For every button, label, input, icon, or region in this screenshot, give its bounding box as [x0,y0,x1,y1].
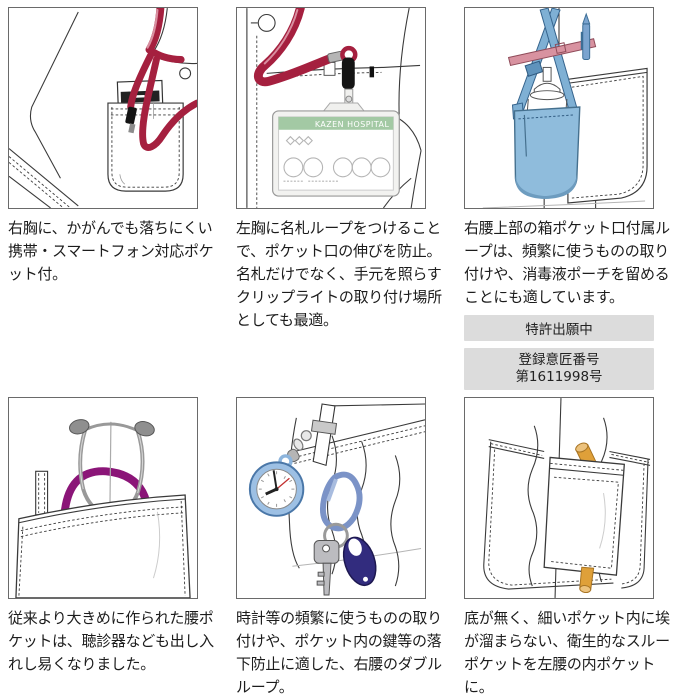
strap-slider [524,60,544,77]
stethoscope-pocket-frame [8,397,198,599]
sanitizer-pouch [511,102,581,200]
snap-button-icon [257,13,276,32]
carabiner [319,471,363,532]
badge-clip [341,57,355,112]
stethoscope-earpiece [134,421,155,437]
inner-through-pocket [543,456,625,576]
panel-caption: 右胸に、かがんでも落ちにくい携帯・スマートフォン対応ポケット付。 [8,219,214,283]
key-fob [342,536,377,587]
sanitizer-pouch-frame [464,7,654,209]
loop-strap [287,403,338,467]
sanitizer-pouch-illustration [482,8,648,208]
name-badge-illustration: KAZEN HOSPITAL [246,8,422,208]
id-badge: KAZEN HOSPITAL [272,102,400,197]
feature-panel-phone-pocket: 右胸に、かがんでも落ちにくい携帯・スマートフォン対応ポケット付。 [8,7,224,286]
pouch-straps [513,8,579,114]
side-loop [35,470,49,516]
design-registration-line2: 第1611998号 [515,369,603,385]
left-pocket [483,439,614,590]
stethoscope-tube [60,467,152,516]
double-loop-illustration [248,403,425,596]
badge-hospital-label: KAZEN HOSPITAL [315,120,390,129]
watch-ticks [258,471,295,507]
stethoscope [60,419,155,516]
double-loop-frame [236,397,426,599]
panel-caption: 底が無く、細いポケット内に埃が溜まらない、衛生的なスルーポケットを左腰の内ポケッ… [464,609,670,696]
lanyard-clip [125,106,137,134]
through-pocket-frame [464,397,654,599]
key [313,540,340,596]
feature-panel-double-loop: 時計等の頻繁に使うものの取り付けや、ポケット内の鍵等の落下防止に適した、右腰のダ… [236,397,452,699]
feature-panel-name-badge: KAZEN HOSPITAL 左胸に名札ループをつけることで、ポケット口の伸びを… [236,7,452,332]
attachment-loop [507,38,597,67]
stethoscope-earpiece [69,419,90,435]
pen [580,12,591,61]
feature-panel-through-pocket: 底が無く、細いポケット内に埃が溜まらない、衛生的なスルーポケットを左腰の内ポケッ… [464,397,680,699]
right-pocket [609,450,651,589]
lanyard [254,8,338,87]
through-pocket-illustration [483,398,651,598]
name-badge-frame: KAZEN HOSPITAL [236,7,426,209]
feature-panel-stethoscope-pocket: 従来より大きめに作られた腰ポケットは、聴診器なども出し入れし易くなりました。 [8,397,224,676]
panel-caption: 左胸に名札ループをつけることで、ポケット口の伸びを防止。名札だけでなく、手元を照… [236,219,442,329]
lanyard [127,8,197,151]
pocket-watch [248,454,305,517]
pen-bottom [579,566,595,594]
hip-pocket [15,494,191,598]
design-registration-line1: 登録意匠番号 [518,352,600,368]
feature-panel-sanitizer-pouch: 右腰上部の箱ポケット口付属ループは、頻繁に使うものの取り付けや、消毒液ポーチを留… [464,7,680,390]
sanitizer-bottle [526,66,568,112]
phone-pocket-frame [8,7,198,209]
phone-pocket-illustration [9,8,197,208]
badge-header-band [278,116,394,130]
panel-caption: 時計等の頻繁に使うものの取り付けや、ポケット内の鍵等の落下防止に適した、右腰のダ… [236,609,442,696]
stethoscope-pocket-illustration [15,419,191,598]
scrub-top-lines [9,8,197,208]
design-registration-tag: 登録意匠番号 第1611998号 [464,348,654,390]
patent-pending-tag: 特許出願中 [464,315,654,341]
panel-caption: 従来より大きめに作られた腰ポケットは、聴診器なども出し入れし易くなりました。 [8,609,214,673]
box-pocket [567,67,648,204]
panel-caption: 右腰上部の箱ポケット口付属ループは、頻繁に使うものの取り付けや、消毒液ポーチを留… [464,219,670,306]
